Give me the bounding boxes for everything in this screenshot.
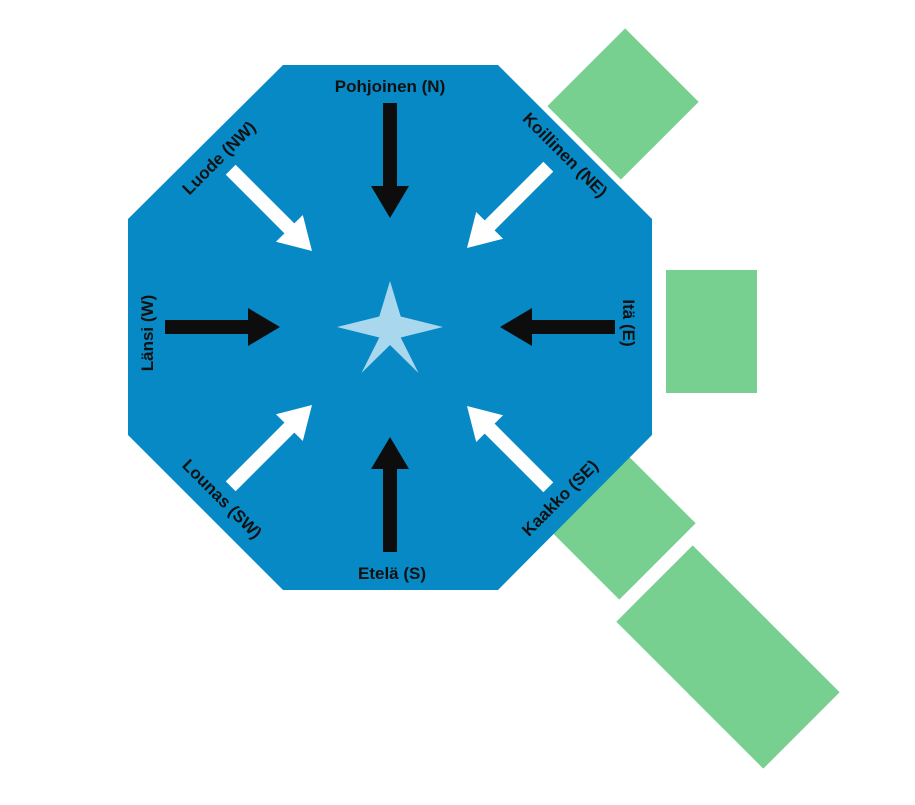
label-e: Itä (E) [619,299,638,346]
label-s: Etelä (S) [358,564,426,583]
block-se-1 [544,448,696,600]
block-se-2 [616,545,768,697]
block-e [666,270,757,393]
label-w: Länsi (W) [138,295,157,372]
label-n: Pohjoinen (N) [335,77,445,96]
block-ne [547,28,699,180]
block-se-3 [688,617,840,769]
center-star [337,281,443,373]
